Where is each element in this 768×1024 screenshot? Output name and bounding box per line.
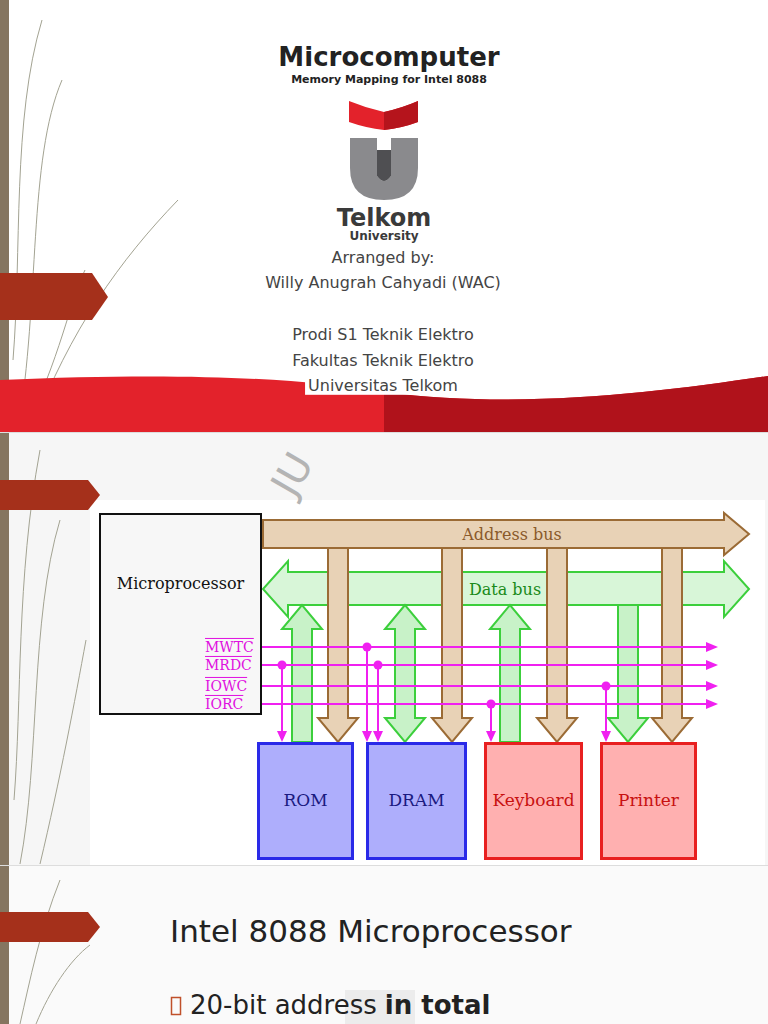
- slide-heading: Intel 8088 Microprocessor: [170, 914, 572, 950]
- logo-banner: [349, 101, 418, 130]
- arrowhead: [486, 731, 496, 742]
- memory-box: DRAM: [366, 742, 467, 860]
- control-line: [262, 703, 708, 705]
- slide-ground: [0, 0, 768, 432]
- red-swoosh: [0, 376, 768, 432]
- control-line: [262, 664, 708, 666]
- control-heads: [196, 642, 718, 742]
- figure-ground: [90, 500, 765, 865]
- side-strip: [0, 0, 9, 432]
- box-label: ROM: [283, 791, 327, 811]
- control-line: [262, 685, 708, 687]
- memory-box: ROM: [257, 742, 354, 860]
- credit-line: Prodi S1 Teknik Elektro: [292, 326, 474, 344]
- arrowhead: [277, 731, 287, 742]
- bus-label: Address bus: [459, 526, 564, 544]
- junction-dot: [374, 661, 383, 670]
- logo-wordmark: University: [349, 230, 418, 244]
- arrowhead: [706, 660, 718, 670]
- slide-tab: [0, 480, 100, 510]
- bus-outline: [263, 513, 749, 555]
- decor-curve: [18, 80, 62, 430]
- control-tap: [377, 665, 379, 734]
- slide-ground: [0, 433, 768, 865]
- university-logo: [349, 101, 418, 200]
- slide-tab: [0, 912, 100, 942]
- signal-name: IORC: [205, 696, 243, 712]
- credit-line: Arranged by:: [332, 249, 435, 267]
- arrowhead: [373, 731, 383, 742]
- bus-outline: [263, 561, 749, 617]
- bus-arrow: [282, 605, 322, 742]
- bus-arrow: [490, 605, 530, 742]
- side-strip: [0, 866, 9, 1024]
- bus-arrow: [608, 605, 648, 742]
- bullet-text: in total: [385, 991, 491, 1021]
- slide-subtitle: Memory Mapping for Intel 8088: [291, 74, 487, 87]
- signal-name: MWTC: [205, 639, 254, 655]
- decor-curve: [20, 880, 60, 1024]
- box-label: DRAM: [388, 791, 444, 811]
- logo-wordmark: Telkom: [337, 205, 432, 233]
- credit-line: Fakultas Teknik Elektro: [292, 352, 473, 370]
- slide-tab: [0, 273, 108, 320]
- control-tap: [281, 665, 283, 734]
- control-line: [262, 646, 708, 648]
- slide-separator: [0, 865, 768, 866]
- decor-curve: [40, 640, 86, 864]
- arrowhead: [706, 681, 718, 691]
- slide-ground: [0, 866, 768, 1024]
- control-lines: [262, 647, 708, 734]
- control-tap: [366, 647, 368, 734]
- bullet-text: 20-bit address: [190, 991, 377, 1021]
- bullet-box: [172, 998, 181, 1015]
- arrowhead: [601, 731, 611, 742]
- io-device-box: Keyboard: [484, 742, 582, 860]
- credit-line: Universitas Telkom: [305, 377, 461, 395]
- arrowhead: [706, 699, 718, 709]
- arrowhead: [706, 642, 718, 652]
- slide-title: Microcomputer: [278, 43, 499, 73]
- junction-dot: [363, 643, 372, 652]
- signal-name: MRDC: [205, 657, 252, 673]
- junction-dot: [602, 682, 611, 691]
- junction-dot: [278, 661, 287, 670]
- decor-curve: [36, 945, 90, 1024]
- box-label: Printer: [618, 791, 679, 811]
- slide-separator: [0, 432, 768, 433]
- logo-banner-shade: [384, 101, 418, 130]
- logo-u: [350, 138, 418, 200]
- junction-dot: [487, 700, 496, 709]
- bus-arrow: [385, 605, 425, 742]
- io-device-box: Printer: [600, 742, 697, 860]
- logo-u-core: [377, 150, 391, 181]
- arrowhead: [362, 731, 372, 742]
- credit-line: Willy Anugrah Cahyadi (WAC): [265, 274, 501, 292]
- box-label: Microprocessor: [117, 575, 244, 593]
- decor-curve: [20, 520, 60, 864]
- signal-name: IOWC: [205, 678, 247, 694]
- bus-label: Data bus: [466, 580, 544, 598]
- box-label: Keyboard: [492, 791, 574, 811]
- control-tap: [605, 686, 607, 734]
